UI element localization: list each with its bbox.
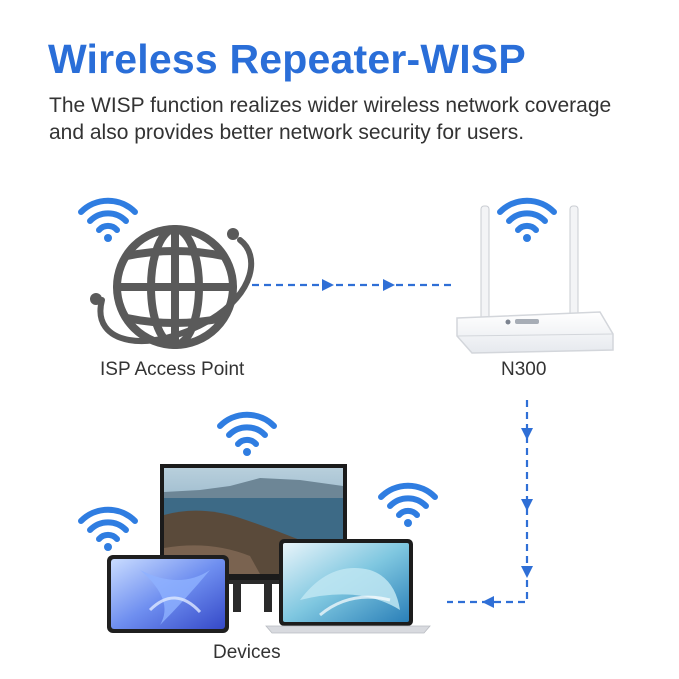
arrow-icon (252, 279, 452, 291)
wifi-icon (381, 486, 435, 527)
wifi-icon (500, 201, 554, 242)
devices-label: Devices (213, 642, 281, 663)
router-icon (456, 205, 614, 354)
wifi-icon (81, 510, 135, 551)
arrow-icon (447, 400, 533, 608)
page-title: Wireless Repeater-WISP (48, 36, 526, 82)
isp-access-point-label: ISP Access Point (100, 359, 245, 380)
router-label: N300 (501, 359, 547, 380)
tablet-icon (107, 555, 229, 633)
globe-icon (90, 225, 255, 349)
wifi-icon (220, 415, 274, 456)
laptop-icon (265, 539, 431, 634)
wifi-icon (81, 201, 135, 242)
page-subtitle: The WISP function realizes wider wireles… (49, 94, 612, 144)
